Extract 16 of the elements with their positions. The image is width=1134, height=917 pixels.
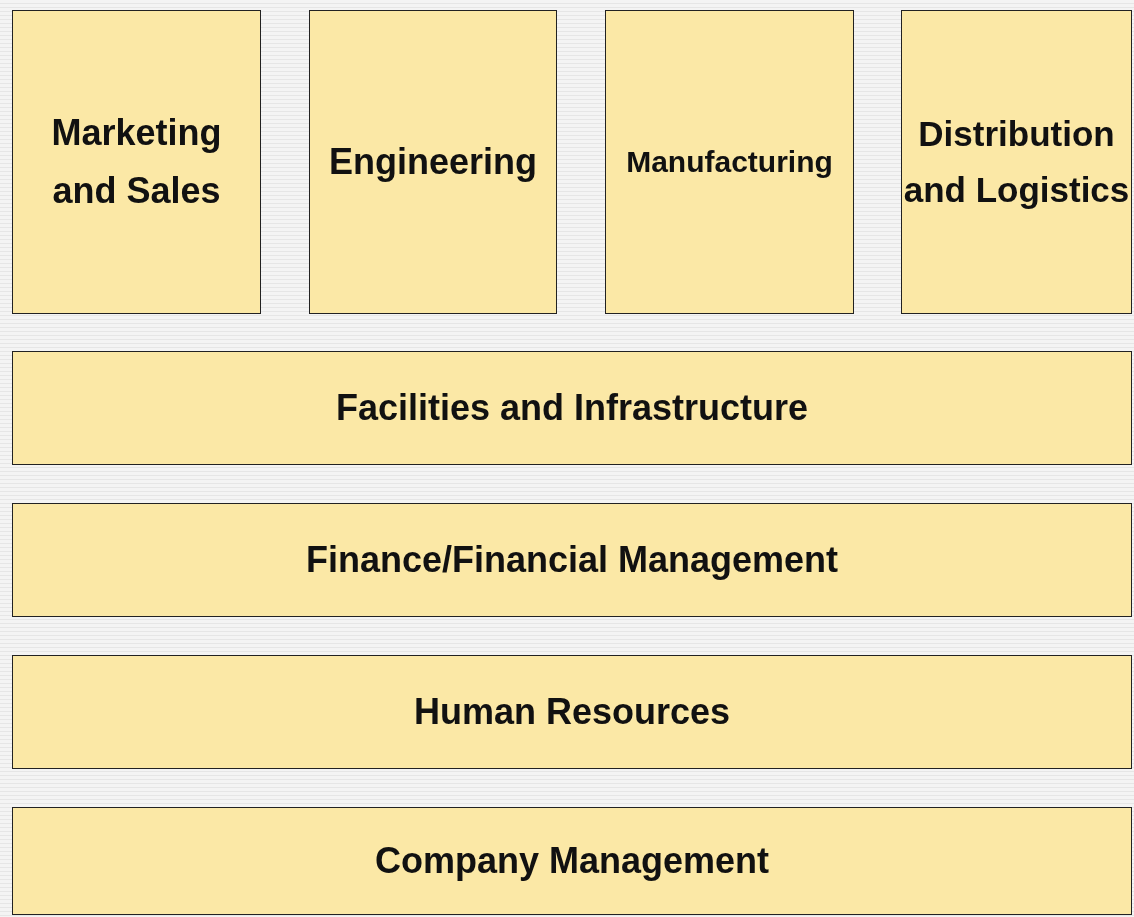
function-band xyxy=(12,807,1132,915)
box-label: Facilities and Infrastructure xyxy=(335,386,809,431)
function-band xyxy=(12,351,1132,465)
department-box xyxy=(12,10,261,314)
department-box xyxy=(605,10,854,314)
box-label: Finance/Financial Management xyxy=(305,538,839,583)
box-label: Manufacturing xyxy=(626,144,833,180)
department-box xyxy=(901,10,1132,314)
box-label: Distribution and Logistics xyxy=(902,113,1131,211)
box-label: Marketing and Sales xyxy=(50,111,223,213)
function-band xyxy=(12,655,1132,769)
function-band xyxy=(12,503,1132,617)
department-box xyxy=(309,10,557,314)
box-label: Human Resources xyxy=(413,690,731,735)
box-label: Engineering xyxy=(329,140,537,185)
box-label: Company Management xyxy=(374,839,770,884)
